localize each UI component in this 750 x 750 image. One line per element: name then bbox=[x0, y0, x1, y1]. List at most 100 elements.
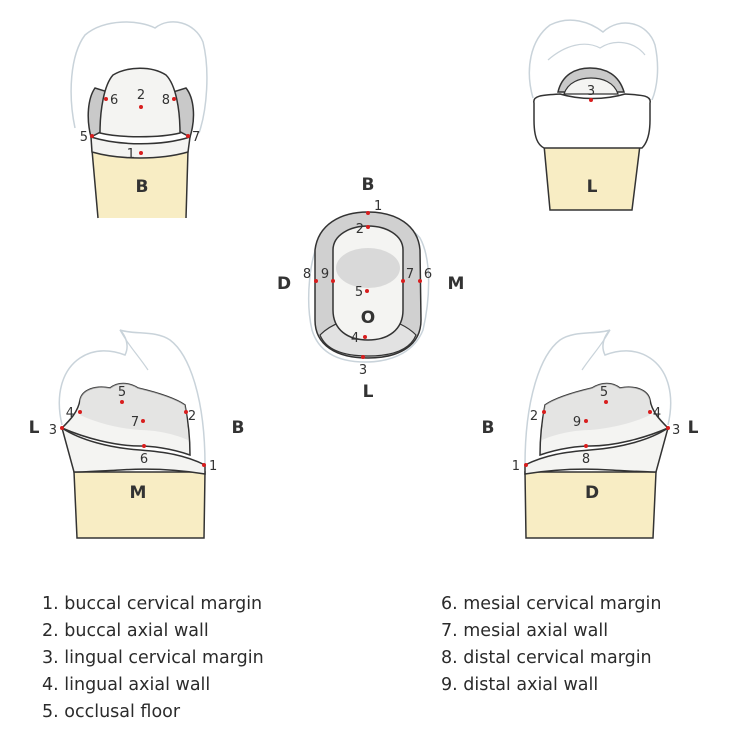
mesial-root bbox=[73, 471, 206, 539]
distal-point-2-marker bbox=[542, 410, 546, 414]
distal-point-9-marker bbox=[584, 419, 588, 423]
mesial-wall-shading bbox=[80, 383, 188, 440]
distal-right-orientation: L bbox=[688, 418, 699, 438]
buccal-point-5-marker bbox=[90, 134, 94, 138]
occlusal-point-1-label: 1 bbox=[374, 199, 382, 214]
mesial-point-6-marker bbox=[142, 444, 146, 448]
occlusal-point-7-marker bbox=[401, 279, 405, 283]
occlusal-point-9-label: 9 bbox=[321, 267, 329, 282]
occlusal-point-5-marker bbox=[365, 289, 369, 293]
legend-right-column: 6. mesial cervical margin 7. mesial axia… bbox=[441, 591, 662, 699]
occlusal-floor-shading bbox=[336, 248, 400, 288]
mesial-point-1-label: 1 bbox=[209, 459, 217, 474]
legend-item: 9. distal axial wall bbox=[441, 675, 599, 695]
distal-point-2-label: 2 bbox=[530, 409, 538, 424]
mesial-right-orientation: B bbox=[232, 418, 245, 438]
mesial-point-5-label: 5 bbox=[118, 385, 126, 400]
lingual-body bbox=[533, 93, 651, 149]
mesial-point-2-label: 2 bbox=[188, 409, 196, 424]
distal-point-8-label: 8 bbox=[582, 452, 590, 467]
lingual-inner-contour bbox=[547, 41, 646, 61]
buccal-point-8-label: 8 bbox=[162, 93, 170, 108]
mesial-point-3-marker bbox=[60, 426, 64, 430]
occlusal-left-orientation: D bbox=[277, 274, 291, 294]
occlusal-point-2-label: 2 bbox=[356, 222, 364, 237]
legend-item: 5. occlusal floor bbox=[42, 702, 181, 722]
mesial-point-4-marker bbox=[78, 410, 82, 414]
occlusal-point-3-label: 3 bbox=[359, 363, 367, 378]
mesial-point-7-label: 7 bbox=[131, 415, 139, 430]
legend-item: 7. mesial axial wall bbox=[441, 621, 609, 641]
occlusal-point-8-label: 8 bbox=[303, 267, 311, 282]
occlusal-view: B L D M O 1 2 8 9 7 6 5 4 3 bbox=[277, 175, 465, 402]
occlusal-point-5-label: 5 bbox=[355, 285, 363, 300]
occlusal-right-orientation: M bbox=[448, 274, 465, 294]
occlusal-point-4-label: 4 bbox=[351, 331, 359, 346]
buccal-point-6-marker bbox=[104, 97, 108, 101]
mesial-view-label: M bbox=[130, 483, 147, 503]
lingual-view: L 3 bbox=[528, 19, 659, 211]
buccal-point-2-marker bbox=[139, 105, 143, 109]
distal-point-9-label: 9 bbox=[573, 415, 581, 430]
buccal-point-6-label: 6 bbox=[110, 93, 118, 108]
legend-item: 4. lingual axial wall bbox=[42, 675, 211, 695]
distal-wall-shading bbox=[542, 383, 650, 440]
buccal-root-outline bbox=[91, 149, 189, 219]
buccal-root bbox=[92, 150, 188, 218]
mesial-point-6-label: 6 bbox=[140, 452, 148, 467]
mesial-cusp-line bbox=[119, 329, 149, 371]
legend-item: 1. buccal cervical margin bbox=[42, 594, 263, 614]
distal-point-8-marker bbox=[584, 444, 588, 448]
distal-point-1-label: 1 bbox=[512, 459, 520, 474]
mesial-left-orientation: L bbox=[29, 418, 40, 438]
lingual-floor bbox=[563, 77, 619, 95]
legend-item: 6. mesial cervical margin bbox=[441, 594, 662, 614]
buccal-point-7-marker bbox=[186, 134, 190, 138]
occlusal-view-label: O bbox=[361, 308, 375, 328]
buccal-point-1-marker bbox=[139, 151, 143, 155]
lingual-crown-outline bbox=[528, 19, 659, 101]
occlusal-point-4-marker bbox=[363, 335, 367, 339]
mesial-view: L B M 3 4 5 7 2 6 1 bbox=[29, 329, 245, 539]
distal-root bbox=[524, 471, 657, 539]
legend-item: 3. lingual cervical margin bbox=[42, 648, 264, 668]
distal-point-1-marker bbox=[524, 463, 528, 467]
occlusal-point-6-label: 6 bbox=[424, 267, 432, 282]
distal-point-4-marker bbox=[648, 410, 652, 414]
distal-point-5-marker bbox=[604, 400, 608, 404]
occlusal-top-orientation: B bbox=[362, 175, 375, 195]
buccal-point-8-marker bbox=[172, 97, 176, 101]
mesial-crown-outline bbox=[58, 329, 206, 466]
buccal-point-7-label: 7 bbox=[192, 130, 200, 145]
occlusal-crown-outline bbox=[308, 226, 430, 363]
lingual-point-3-label: 3 bbox=[587, 84, 595, 99]
lingual-point-3-marker bbox=[589, 98, 593, 102]
buccal-point-1-label: 1 bbox=[127, 147, 135, 162]
occlusal-bottom-orientation: L bbox=[363, 382, 374, 402]
buccal-view: B 1 5 6 2 8 7 bbox=[70, 21, 208, 219]
legend-item: 2. buccal axial wall bbox=[42, 621, 209, 641]
buccal-point-5-label: 5 bbox=[80, 130, 88, 145]
occlusal-point-2-marker bbox=[366, 225, 370, 229]
distal-left-orientation: B bbox=[482, 418, 495, 438]
buccal-prep-core bbox=[99, 67, 181, 138]
occlusal-point-3-marker bbox=[361, 355, 365, 359]
mesial-point-4-label: 4 bbox=[66, 406, 74, 421]
buccal-point-2-label: 2 bbox=[137, 88, 145, 103]
occlusal-point-1-marker bbox=[366, 211, 370, 215]
mesial-point-1-marker bbox=[202, 463, 206, 467]
buccal-view-label: B bbox=[136, 177, 149, 197]
distal-point-4-label: 4 bbox=[653, 406, 661, 421]
distal-point-3-marker bbox=[666, 426, 670, 430]
legend-item: 8. distal cervical margin bbox=[441, 648, 652, 668]
distal-view: B L D 1 2 5 9 4 3 8 bbox=[482, 329, 699, 539]
mesial-point-3-label: 3 bbox=[49, 423, 57, 438]
distal-cusp-line bbox=[581, 329, 611, 371]
occlusal-point-8-marker bbox=[314, 279, 318, 283]
mesial-shoulder bbox=[60, 426, 206, 475]
mesial-point-7-marker bbox=[141, 419, 145, 423]
buccal-shoulder bbox=[90, 135, 191, 159]
mesial-point-5-marker bbox=[120, 400, 124, 404]
legend-left-column: 1. buccal cervical margin 2. buccal axia… bbox=[42, 591, 264, 726]
